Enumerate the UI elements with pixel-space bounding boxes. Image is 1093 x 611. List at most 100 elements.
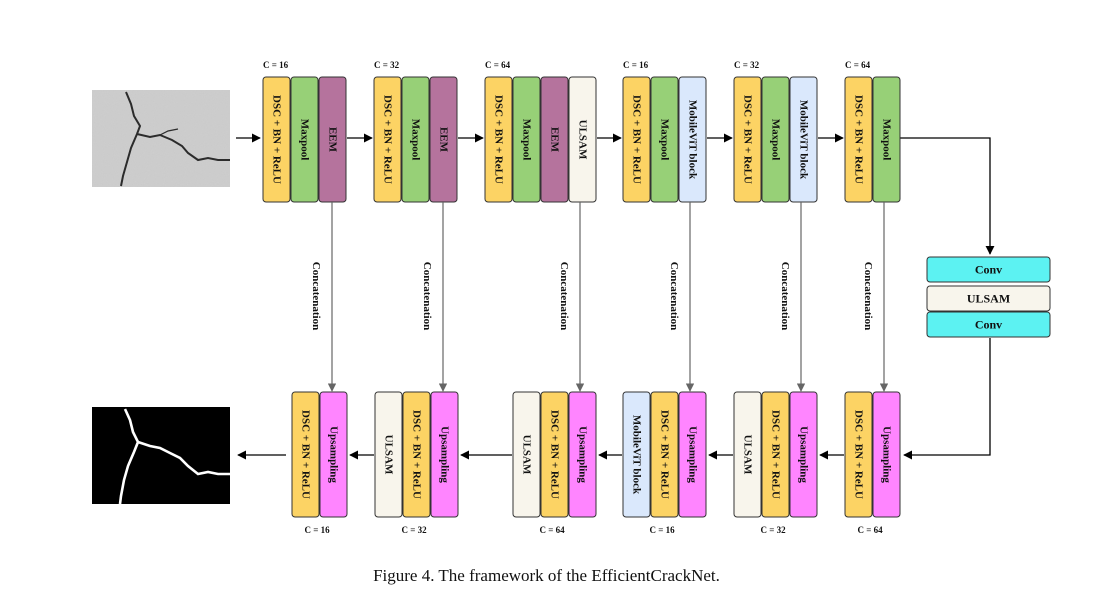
encoder-stage-3-channels: C = 64 <box>485 60 511 70</box>
concat-connection-4: Concatenation <box>668 202 695 392</box>
input-crack-image <box>92 90 230 187</box>
encoder-stage-4-dsc-block: DSC + BN + ReLU <box>622 76 651 203</box>
decoder-stage-3-channels: C = 64 <box>540 525 566 535</box>
concat-label-4: Concatenation <box>668 262 680 330</box>
decoder-stage-1-channels: C = 16 <box>305 525 331 535</box>
concat-connection-5: Concatenation <box>779 202 806 392</box>
encoder-stage-3-dsc-block-label: DSC + BN + ReLU <box>493 95 505 184</box>
output-mask-image <box>92 407 230 505</box>
decoder-stage-6-dsc-block: DSC + BN + ReLU <box>844 391 873 518</box>
decoder-stage-4-mobilevit-block: MobileViT block <box>622 391 651 518</box>
decoder-stage-3-dsc-block-label: DSC + BN + ReLU <box>549 410 561 499</box>
decoder-stage-1-upsampling-block-label: Upsampling <box>328 426 340 483</box>
concat-connection-6: Concatenation <box>862 202 889 392</box>
arrow-from-bottleneck <box>903 338 991 460</box>
decoder-stage-2-upsampling-block-label: Upsampling <box>439 426 451 483</box>
encoder-stage-4-channels: C = 16 <box>623 60 649 70</box>
decoder-stage-3-upsampling-block-label: Upsampling <box>577 426 589 483</box>
decoder-stage-4-upsampling-block: Upsampling <box>678 391 707 518</box>
concat-connection-3: Concatenation <box>558 202 585 392</box>
decoder-stage-3-dsc-block: DSC + BN + ReLU <box>540 391 569 518</box>
encoder-stage-3-ulsam-block: ULSAM <box>568 76 597 203</box>
encoder-stage-1-eem-block: EEM <box>318 76 347 203</box>
arrow-to-bottleneck <box>898 137 995 255</box>
concat-label-1: Concatenation <box>310 262 322 330</box>
decoder-stage-2-channels: C = 32 <box>402 525 428 535</box>
decoder-stage-2: ULSAM DSC + BN + ReLU Upsampling C = 32 <box>374 391 459 535</box>
encoder-stage-1-dsc-block: DSC + BN + ReLU <box>262 76 291 203</box>
decoder-stage-4-dsc-block-label: DSC + BN + ReLU <box>659 410 671 499</box>
concat-label-2: Concatenation <box>421 262 433 330</box>
encoder-stage-6-dsc-block: DSC + BN + ReLU <box>844 76 873 203</box>
decoder-stage-2-dsc-block-label: DSC + BN + ReLU <box>411 410 423 499</box>
decoder-stage-6-channels: C = 64 <box>858 525 884 535</box>
encoder-stage-2-maxpool-block: Maxpool <box>401 76 430 203</box>
encoder-stage-1-channels: C = 16 <box>263 60 289 70</box>
decoder-stage-5-ulsam-block: ULSAM <box>733 391 762 518</box>
encoder-stage-6-maxpool-block-label: Maxpool <box>881 119 893 161</box>
decoder-stage-4: MobileViT block DSC + BN + ReLU Upsampling… <box>622 391 707 535</box>
decoder-stage-4-channels: C = 16 <box>650 525 676 535</box>
concat-label-3: Concatenation <box>558 262 570 330</box>
decoder-stage-5-dsc-block-label: DSC + BN + ReLU <box>770 410 782 499</box>
encoder-stage-3-eem-block-label: EEM <box>549 127 561 153</box>
decoder-stage-4-upsampling-block-label: Upsampling <box>687 426 699 483</box>
decoder-stage-4-mobilevit-block-label: MobileViT block <box>631 415 643 495</box>
decoder-stage-6-upsampling-block-label: Upsampling <box>881 426 893 483</box>
encoder-stage-1-dsc-block-label: DSC + BN + ReLU <box>271 95 283 184</box>
encoder: C = 16 DSC + BN + ReLU Maxpool EEM C = 32 DSC… <box>262 60 901 203</box>
decoder-stage-2-ulsam-block-label: ULSAM <box>383 435 395 475</box>
encoder-stage-4-maxpool-block-label: Maxpool <box>659 119 671 161</box>
decoder-stage-5-upsampling-block-label: Upsampling <box>798 426 810 483</box>
encoder-stage-5-channels: C = 32 <box>734 60 760 70</box>
bottleneck-conv-block-3: Conv <box>926 311 1051 338</box>
encoder-stage-5-dsc-block: DSC + BN + ReLU <box>733 76 762 203</box>
encoder-stage-6-channels: C = 64 <box>845 60 871 70</box>
bottleneck-ulsam-label-2: ULSAM <box>967 292 1010 306</box>
encoder-stage-2: C = 32 DSC + BN + ReLU Maxpool EEM <box>373 60 458 203</box>
decoder-stage-3-upsampling-block: Upsampling <box>568 391 597 518</box>
decoder-stage-2-dsc-block: DSC + BN + ReLU <box>402 391 431 518</box>
concat-connection-1: Concatenation <box>310 202 337 392</box>
decoder-stage-5-dsc-block: DSC + BN + ReLU <box>761 391 790 518</box>
decoder-stage-3-ulsam-block-label: ULSAM <box>521 435 533 475</box>
encoder-stage-5-mobilevit-block: MobileViT block <box>789 76 818 203</box>
bottleneck-conv-label-1: Conv <box>975 263 1002 277</box>
decoder-stage-5-ulsam-block-label: ULSAM <box>742 435 754 475</box>
decoder-stage-4-dsc-block: DSC + BN + ReLU <box>650 391 679 518</box>
encoder-stage-5-dsc-block-label: DSC + BN + ReLU <box>742 95 754 184</box>
decoder-stage-1-dsc-block-label: DSC + BN + ReLU <box>300 410 312 499</box>
decoder-stage-1: DSC + BN + ReLU Upsampling C = 16 <box>291 391 348 535</box>
encoder-stage-4-mobilevit-block: MobileViT block <box>678 76 707 203</box>
encoder-stage-4-dsc-block-label: DSC + BN + ReLU <box>631 95 643 184</box>
decoder-stage-1-upsampling-block: Upsampling <box>319 391 348 518</box>
decoder-stage-5-channels: C = 32 <box>761 525 787 535</box>
decoder-stage-6-dsc-block-label: DSC + BN + ReLU <box>853 410 865 499</box>
encoder-stage-2-dsc-block: DSC + BN + ReLU <box>373 76 402 203</box>
encoder-stage-6-dsc-block-label: DSC + BN + ReLU <box>853 95 865 184</box>
encoder-stage-3-dsc-block: DSC + BN + ReLU <box>484 76 513 203</box>
encoder-stage-6: C = 64 DSC + BN + ReLU Maxpool <box>844 60 901 203</box>
encoder-stage-6-maxpool-block: Maxpool <box>872 76 901 203</box>
encoder-stage-3-eem-block: EEM <box>540 76 569 203</box>
concat-label-5: Concatenation <box>779 262 791 330</box>
decoder: DSC + BN + ReLU Upsampling C = 16 ULSAM DSC … <box>291 391 901 535</box>
encoder-stage-3-ulsam-block-label: ULSAM <box>577 120 589 160</box>
encoder-stage-5-mobilevit-block-label: MobileViT block <box>798 100 810 180</box>
encoder-stage-5-maxpool-block-label: Maxpool <box>770 119 782 161</box>
decoder-stage-2-ulsam-block: ULSAM <box>374 391 403 518</box>
bottleneck-ulsam-block-2: ULSAM <box>926 285 1051 312</box>
encoder-stage-2-eem-block-label: EEM <box>438 127 450 153</box>
decoder-stage-6: DSC + BN + ReLU Upsampling C = 64 <box>844 391 901 535</box>
decoder-stage-6-upsampling-block: Upsampling <box>872 391 901 518</box>
encoder-stage-5: C = 32 DSC + BN + ReLU Maxpool MobileViT bl… <box>733 60 818 203</box>
encoder-stage-2-dsc-block-label: DSC + BN + ReLU <box>382 95 394 184</box>
decoder-stage-3: ULSAM DSC + BN + ReLU Upsampling C = 64 <box>512 391 597 535</box>
concat-label-6: Concatenation <box>862 262 874 330</box>
skip-connections: Concatenation Concatenation Concatenation C… <box>310 202 889 392</box>
encoder-stage-2-eem-block: EEM <box>429 76 458 203</box>
encoder-stage-2-channels: C = 32 <box>374 60 400 70</box>
figure-caption: Figure 4. The framework of the Efficient… <box>373 566 720 585</box>
